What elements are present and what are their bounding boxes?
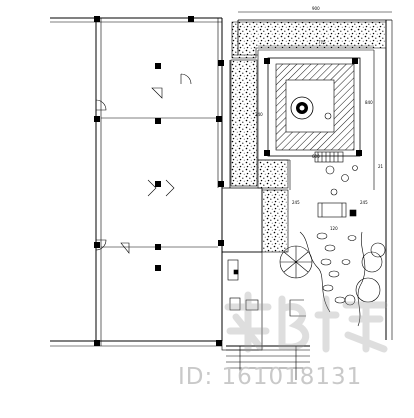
dim-right-small: 21: [378, 164, 384, 169]
dim-path-right: 245: [360, 200, 368, 205]
dim-path-left: 245: [292, 200, 300, 205]
building-outline: [50, 17, 223, 347]
stair-area: [221, 251, 310, 380]
dim-path-width: 120: [330, 226, 338, 231]
dim-plaza-side: 840: [365, 100, 373, 105]
dimension-labels: 900 775 840 240 600 245 245 120 21: [238, 6, 392, 231]
dim-plaza-bottom: 600: [312, 154, 320, 159]
dim-top-inner: 775: [318, 40, 326, 45]
door-swings: [95, 73, 192, 254]
dim-top-overall: 900: [312, 6, 320, 11]
gravel-planting-beds: [230, 21, 387, 253]
dim-plaza-side-left: 240: [255, 112, 263, 117]
terrace-block: [314, 151, 344, 163]
planting-area: [279, 165, 386, 327]
hatched-plaza: [264, 57, 362, 157]
structural-columns: [94, 16, 224, 346]
